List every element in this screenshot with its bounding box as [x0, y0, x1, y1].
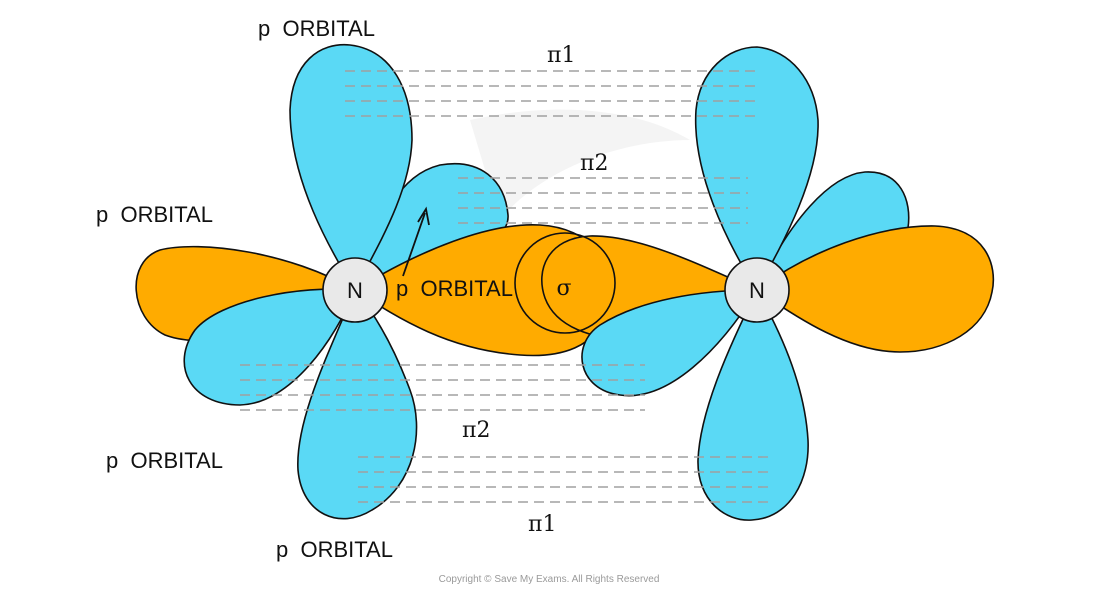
sigma-overlap-circle: [514, 232, 616, 334]
left-py-bottom-lobe: [297, 288, 418, 520]
p-orbital-label-left: p ORBITAL: [96, 202, 213, 227]
right-px-outer-lobe: [755, 225, 995, 353]
pi1-top-dashes: [345, 70, 755, 117]
pi2-lower-dashes: [240, 364, 645, 411]
right-pz-lower-lobe: [581, 289, 759, 397]
pi1-bottom-dashes: [358, 456, 768, 503]
pi2-upper-dashes: [458, 177, 748, 224]
p-orbital-label-lower-left: p ORBITAL: [106, 448, 223, 473]
left-nitrogen-nucleus: [322, 257, 388, 323]
right-py-top-lobe: [694, 46, 819, 292]
p-orbital-label-bottom: p ORBITAL: [276, 537, 393, 562]
p-orbital-label-top: p ORBITAL: [258, 16, 375, 41]
p-orbital-arrow: [402, 206, 430, 277]
right-atom-orbitals: [541, 46, 995, 521]
right-atom-symbol: N: [749, 278, 765, 303]
left-atom-orbitals: [135, 43, 612, 520]
right-py-bottom-lobe: [697, 288, 809, 521]
p-orbital-label-center: p ORBITAL: [396, 276, 513, 301]
copyright-notice: Copyright © Save My Exams. All Rights Re…: [439, 574, 660, 585]
left-atom-symbol: N: [347, 278, 363, 303]
right-nitrogen-nucleus: [724, 257, 790, 323]
left-py-top-lobe: [289, 43, 413, 292]
pi2-lower-label: π2: [462, 418, 490, 443]
sigma-bond-label: σ: [556, 276, 571, 301]
pi1-top-label: π1: [547, 43, 575, 68]
left-pz-lower-lobe: [183, 288, 357, 406]
pi2-upper-label: π2: [580, 151, 608, 176]
pi1-bottom-label: π1: [528, 512, 556, 537]
